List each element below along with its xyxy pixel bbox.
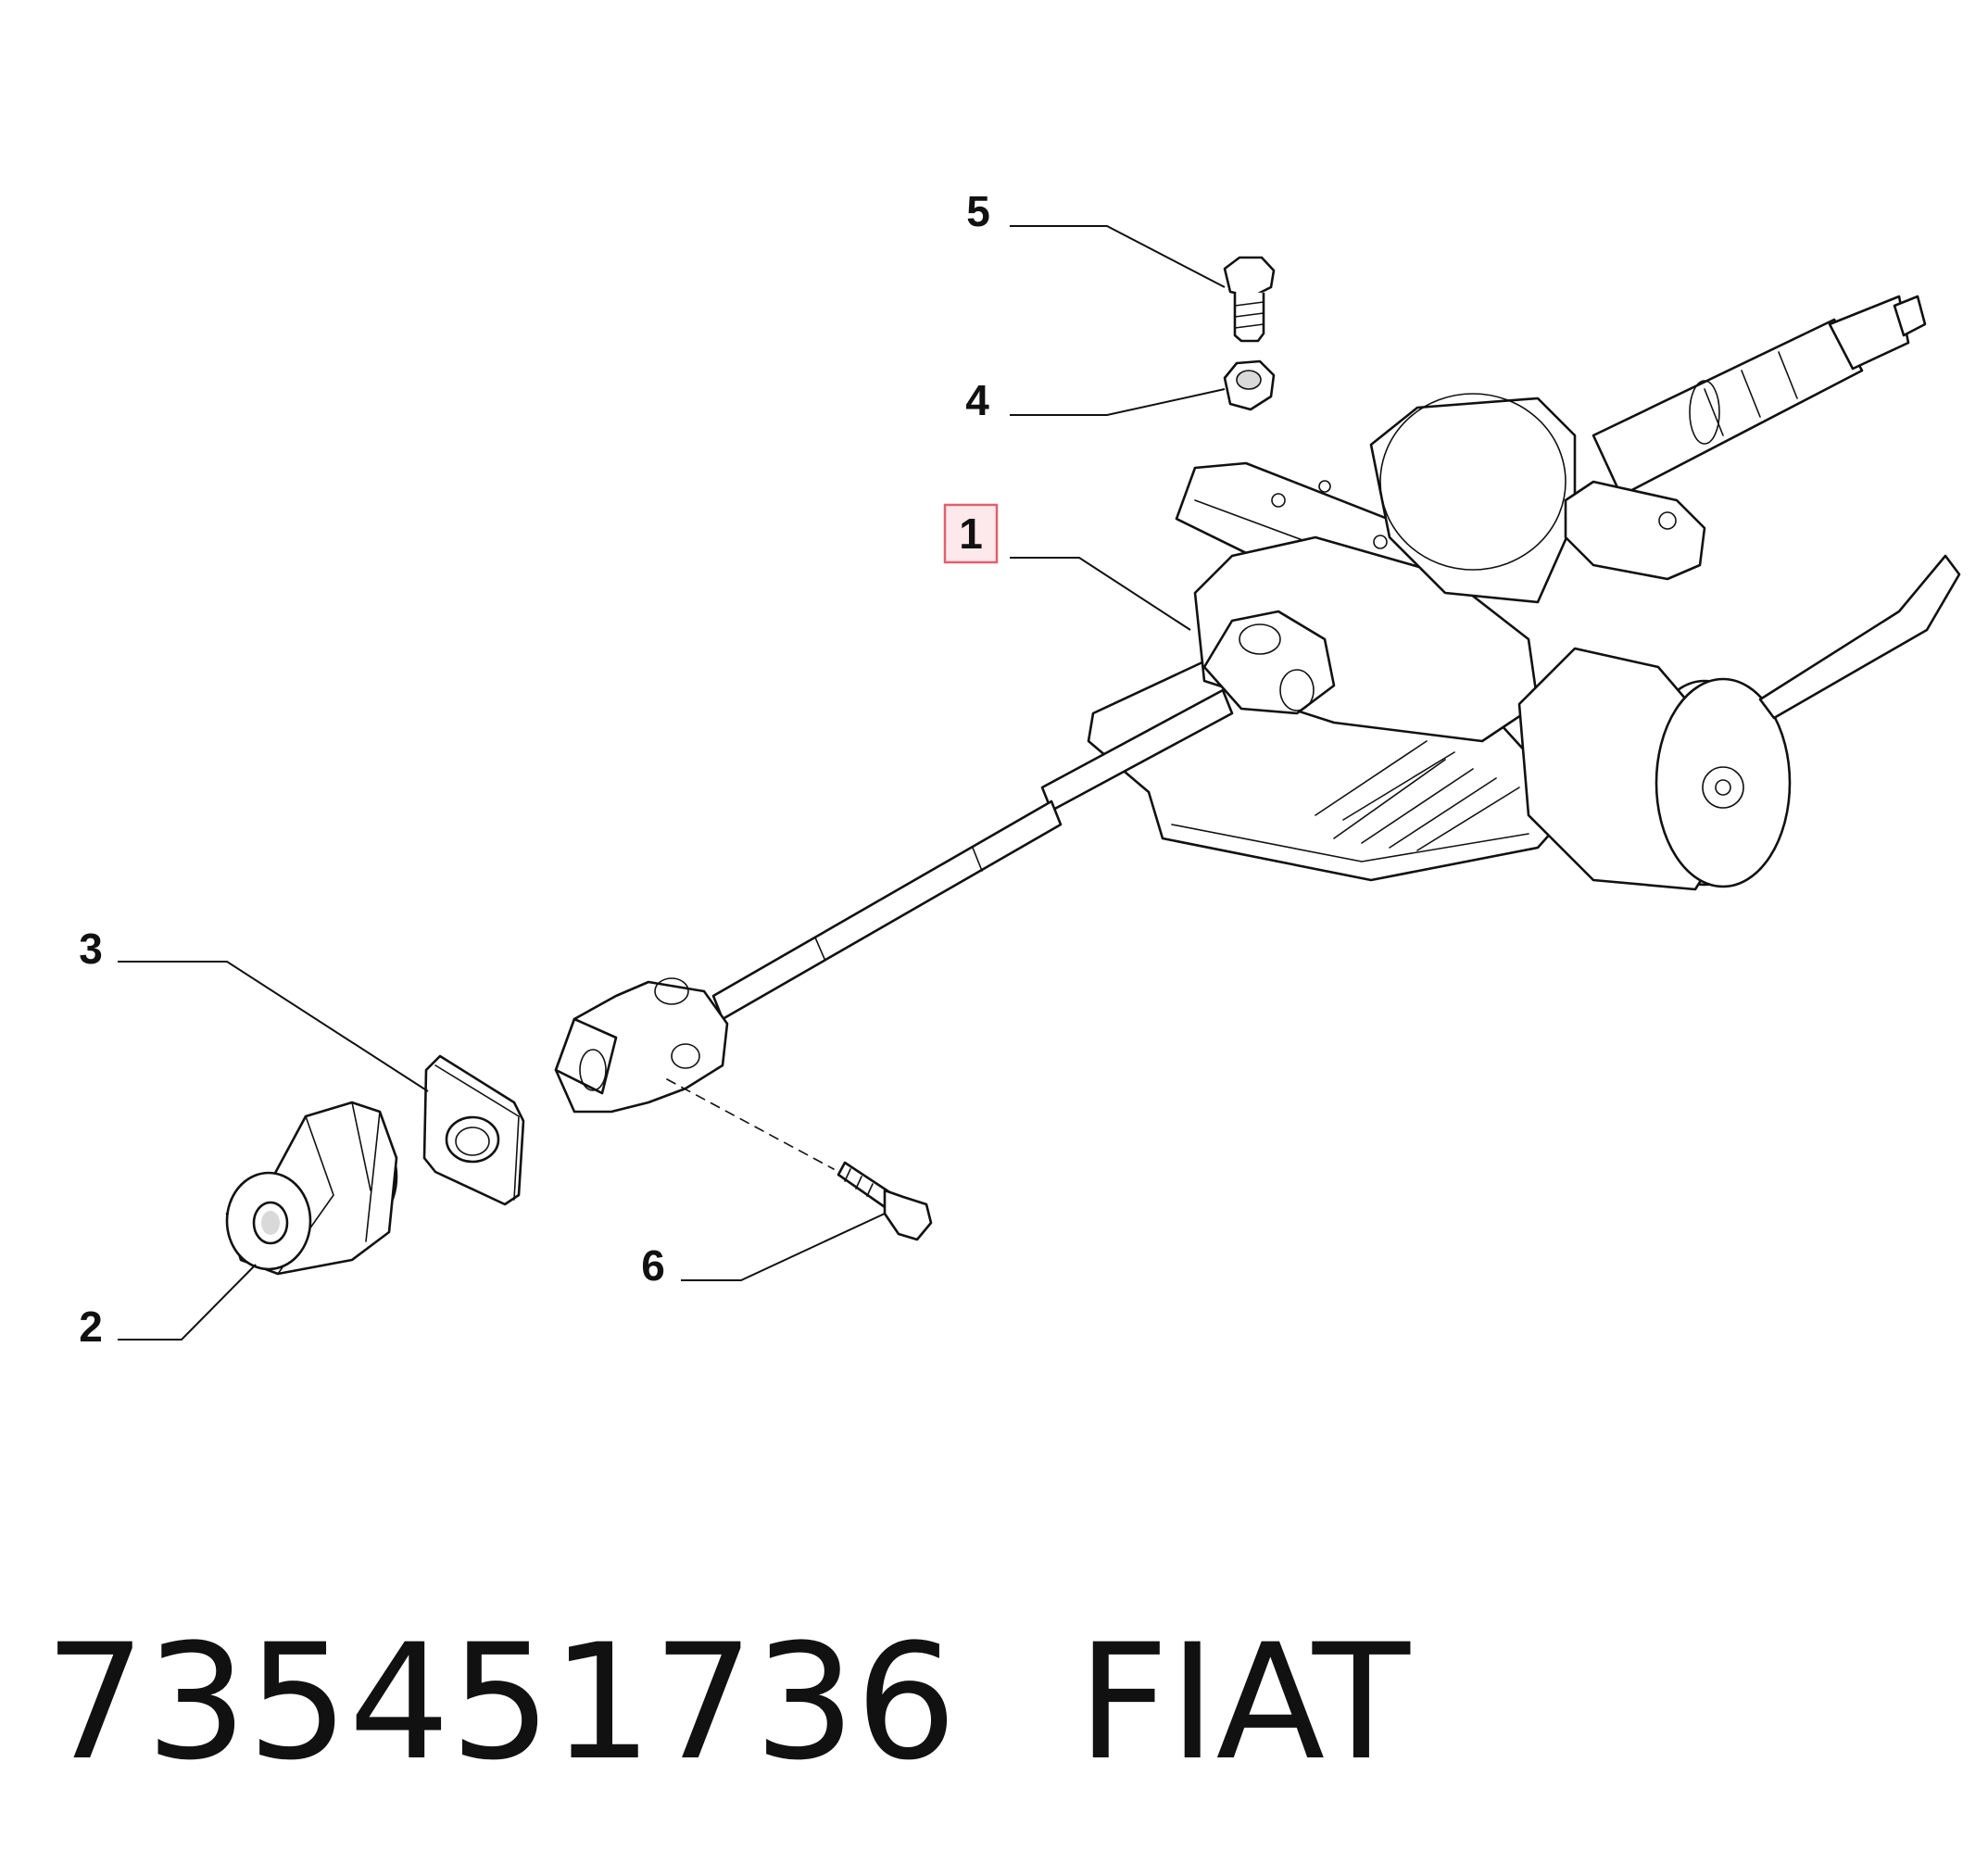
part-5-hex-bolt[interactable]: [1223, 256, 1276, 343]
part-number: 735451736: [44, 1609, 957, 1795]
part-1-steering-column-assembly[interactable]: [554, 295, 1961, 1114]
callout-label-5[interactable]: 5: [966, 187, 990, 235]
leader-line-2: [118, 1264, 257, 1341]
part-6-bolt[interactable]: [666, 1078, 933, 1241]
leader-line-4: [1010, 388, 1226, 416]
part-4-nut[interactable]: [1223, 359, 1276, 411]
part-2-steering-boot[interactable]: [225, 1101, 398, 1276]
callout-label-6[interactable]: 6: [641, 1241, 665, 1290]
callout-label-3[interactable]: 3: [79, 925, 103, 973]
callout-label-1[interactable]: 1: [959, 510, 983, 558]
callout-1-highlight-box: [943, 503, 999, 564]
leader-line-5: [1010, 225, 1226, 288]
brand-name: FIAT: [1076, 1609, 1410, 1795]
leader-line-3: [118, 961, 429, 1092]
leader-line-6: [681, 1213, 886, 1281]
callout-label-2[interactable]: 2: [79, 1303, 103, 1351]
callout-label-4[interactable]: 4: [965, 376, 989, 424]
part-3-gasket-plate[interactable]: [422, 1054, 525, 1206]
leader-line-1: [1010, 557, 1191, 631]
